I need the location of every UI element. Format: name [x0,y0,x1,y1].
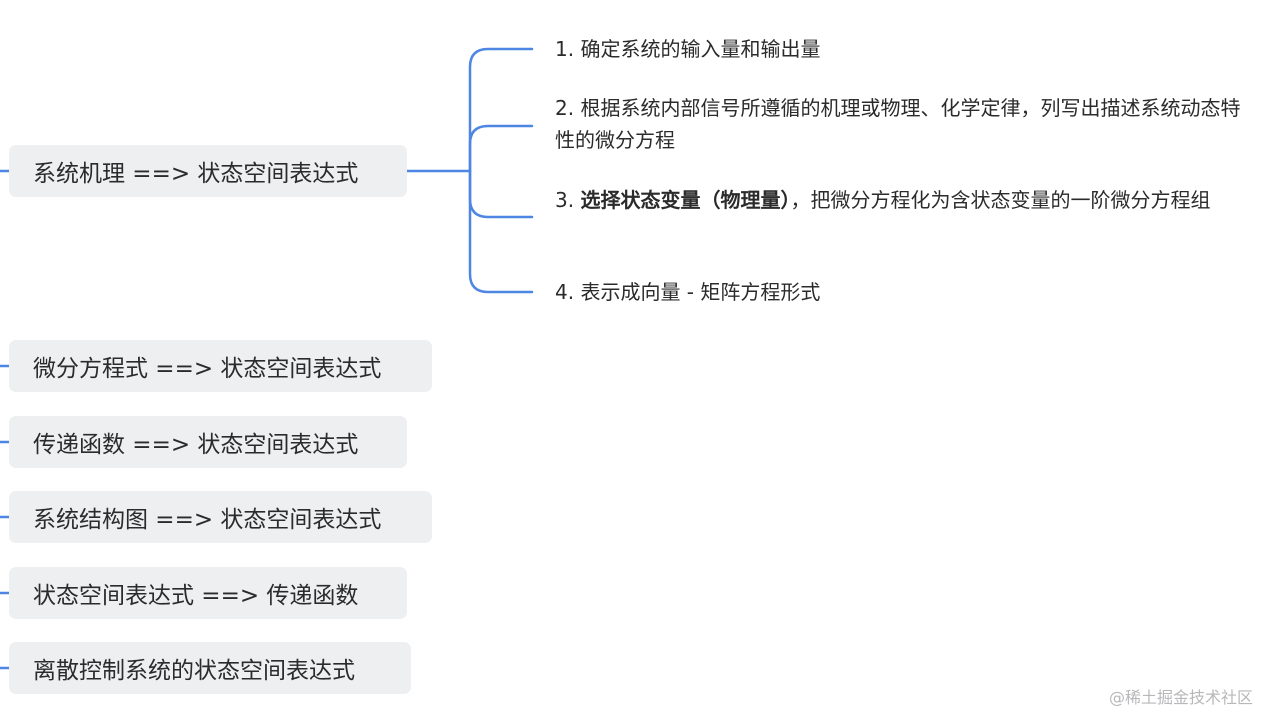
step-number: 1. [555,37,575,61]
node-label: 传递函数 ==> 状态空间表达式 [33,432,359,458]
branch-link-1 [468,47,534,294]
step-text: 确定系统的输入量和输出量 [580,37,821,61]
step-4: 4. 表示成向量 - 矩阵方程形式 [555,276,1255,308]
node-discrete-system[interactable]: 离散控制系统的状态空间表达式 [9,642,411,694]
step-3: 3. 选择状态变量（物理量），把微分方程化为含状态变量的一阶微分方程组 [555,184,1255,216]
node-label: 微分方程式 ==> 状态空间表达式 [33,356,382,382]
step-text: 根据系统内部信号所遵循的机理或物理、化学定律，列写出描述系统动态特性的微分方程 [555,96,1241,152]
branch-link-3 [468,169,534,219]
node-block-diagram[interactable]: 系统结构图 ==> 状态空间表达式 [9,491,432,543]
step-text: 表示成向量 - 矩阵方程形式 [580,280,821,304]
node-label: 系统机理 ==> 状态空间表达式 [33,161,359,187]
watermark: @稀土掘金技术社区 [1108,688,1253,707]
node-label: 系统结构图 ==> 状态空间表达式 [33,507,382,533]
step-number: 4. [555,280,575,304]
step-2: 2. 根据系统内部信号所遵循的机理或物理、化学定律，列写出描述系统动态特性的微分… [555,92,1255,156]
node-label: 状态空间表达式 ==> 传递函数 [33,583,359,609]
node-differential-equation[interactable]: 微分方程式 ==> 状态空间表达式 [9,340,432,392]
node-transfer-function[interactable]: 传递函数 ==> 状态空间表达式 [9,416,407,468]
node-state-space-to-tf[interactable]: 状态空间表达式 ==> 传递函数 [9,567,407,619]
step-text: ，把微分方程化为含状态变量的一阶微分方程组 [790,188,1211,212]
step-text-bold: 选择状态变量（物理量） [580,188,791,212]
step-1: 1. 确定系统的输入量和输出量 [555,33,1255,65]
step-number: 3. [555,188,575,212]
branch-link-2 [468,124,534,173]
node-label: 离散控制系统的状态空间表达式 [33,658,355,684]
step-number: 2. [555,96,575,120]
node-mechanism[interactable]: 系统机理 ==> 状态空间表达式 [9,145,407,197]
